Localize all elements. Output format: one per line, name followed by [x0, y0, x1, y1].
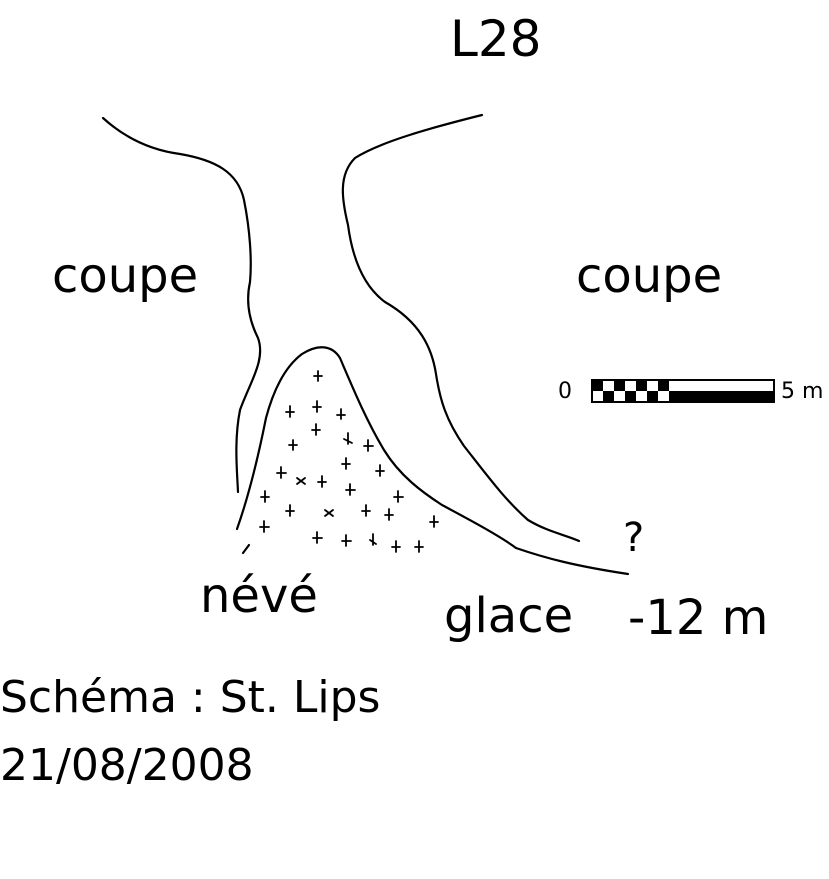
survey-date: 21/08/2008 [0, 740, 254, 791]
scale-start-label: 0 [558, 379, 572, 404]
neve-tick [241, 543, 251, 555]
section-label-left: coupe [52, 248, 199, 304]
ice-crystal-marks [259, 370, 439, 553]
scale-bar [591, 379, 775, 403]
scale-end-label: 5 m [781, 379, 824, 404]
right-cave-wall [341, 113, 581, 543]
author-credit: Schéma : St. Lips [0, 672, 381, 723]
glace-label: glace [444, 588, 574, 644]
section-label-right: coupe [576, 248, 723, 304]
left-cave-wall [101, 116, 262, 494]
neve-label: névé [200, 568, 318, 624]
survey-title: L28 [450, 10, 542, 68]
unknown-continuation-mark: ? [623, 515, 645, 561]
depth-label: -12 m [628, 590, 769, 646]
neve-outline [235, 346, 630, 576]
